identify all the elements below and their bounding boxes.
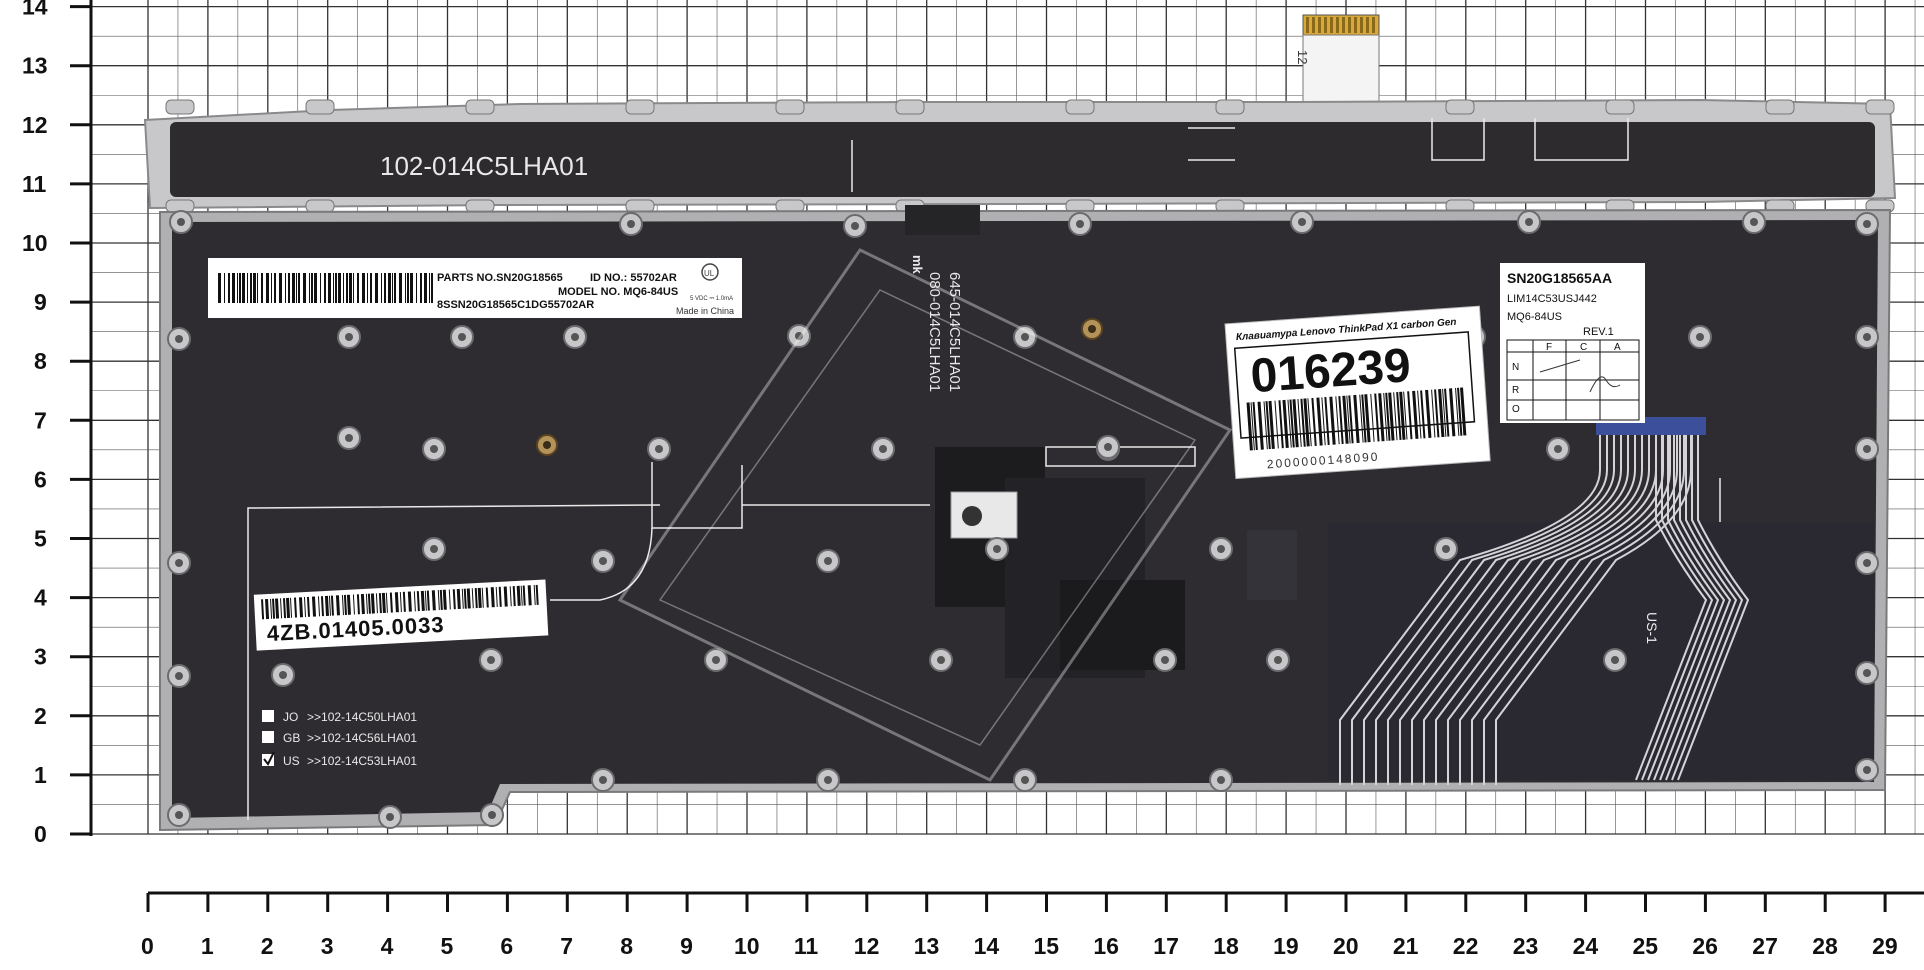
ruler-x-label: 3 xyxy=(321,933,334,959)
check-icon xyxy=(263,751,275,766)
svg-text:US: US xyxy=(283,754,300,768)
ruler-x-label: 2 xyxy=(261,933,274,959)
ruler-x-label: 13 xyxy=(914,933,940,959)
svg-text:>>102-14C53LHA01: >>102-14C53LHA01 xyxy=(307,754,417,768)
ruler-x-label: 20 xyxy=(1333,933,1359,959)
svg-text:GB: GB xyxy=(283,731,300,745)
ruler-x-label: 5 xyxy=(441,933,454,959)
ruler-x-label: 22 xyxy=(1453,933,1479,959)
svg-text:N: N xyxy=(1512,362,1519,373)
ruler-x-label: 9 xyxy=(680,933,693,959)
svg-text:ID NO.: 55702AR: ID NO.: 55702AR xyxy=(590,272,677,284)
ruler-y-label: 11 xyxy=(22,171,47,197)
ruler-y-label: 13 xyxy=(22,53,48,79)
ruler-x-label: 18 xyxy=(1213,933,1239,959)
ruler-x-label: 16 xyxy=(1093,933,1119,959)
svg-text:8SSN20G18565C1DG55702AR: 8SSN20G18565C1DG55702AR xyxy=(437,299,594,311)
watermark-logo xyxy=(617,248,1233,782)
svg-text:F: F xyxy=(1546,342,1552,353)
ul-cert-icon: UL xyxy=(701,263,719,281)
svg-text:JO: JO xyxy=(283,710,298,724)
ruler-x-label: 10 xyxy=(734,933,760,959)
svg-text:>>102-14C56LHA01: >>102-14C56LHA01 xyxy=(307,731,417,745)
ruler-x-label: 14 xyxy=(974,933,1000,959)
svg-text:MODEL NO. MQ6-84US: MODEL NO. MQ6-84US xyxy=(558,286,678,298)
top-metal-rail xyxy=(143,98,1897,213)
ruler-x-label: 28 xyxy=(1812,933,1838,959)
svg-text:MQ6-84US: MQ6-84US xyxy=(1507,311,1562,323)
ruler-x-label: 26 xyxy=(1692,933,1718,959)
svg-text:SN20G18565AA: SN20G18565AA xyxy=(1507,270,1612,286)
keyboard-back-plate: US-1 xyxy=(159,118,1892,832)
ruler-x-label: 7 xyxy=(560,933,573,959)
ruler-x-label: 21 xyxy=(1393,933,1419,959)
ruler-y-label: 9 xyxy=(34,289,47,315)
sku-sticker: Клавиатура Lenovo ThinkPad X1 carbon Gen… xyxy=(1224,305,1491,480)
top-code: 102-014C5LHA01 xyxy=(380,151,588,181)
svg-text:REV.1: REV.1 xyxy=(1583,326,1614,338)
svg-text:Made in China: Made in China xyxy=(676,306,734,316)
ruler-x-label: 4 xyxy=(381,933,394,959)
connector-label: 12 xyxy=(1295,50,1310,64)
ruler-x-label: 6 xyxy=(500,933,513,959)
ruler-x-label: 24 xyxy=(1573,933,1599,959)
ruler-y-label: 5 xyxy=(34,526,47,552)
fru-label: SN20G18565AA LIM14C53USJ442 MQ6-84US REV… xyxy=(1500,263,1645,423)
cable-label: US-1 xyxy=(1644,612,1660,644)
ruler-y-label: 1 xyxy=(34,762,47,788)
svg-text:C: C xyxy=(1580,342,1587,353)
flex-ribbon-cable: US-1 xyxy=(1328,417,1874,785)
ruler-y-label: 14 xyxy=(22,0,48,20)
svg-text:A: A xyxy=(1614,342,1621,353)
ruler-y-label: 7 xyxy=(34,407,47,433)
layout-variants: JO >>102-14C50LHA01 GB >>102-14C56LHA01 … xyxy=(262,710,417,768)
ruler-y-label: 0 xyxy=(34,821,47,847)
ruler-y-label: 8 xyxy=(34,348,47,374)
svg-text:>>102-14C50LHA01: >>102-14C50LHA01 xyxy=(307,710,417,724)
svg-text:R: R xyxy=(1512,385,1519,396)
ruler-x-label: 11 xyxy=(794,933,819,959)
ruler-y-label: 4 xyxy=(34,585,47,611)
ruler-y-label: 10 xyxy=(22,230,48,256)
ruler-x-label: 29 xyxy=(1872,933,1898,959)
ruler-y-label: 12 xyxy=(22,112,48,138)
svg-text:016239: 016239 xyxy=(1249,339,1412,403)
svg-text:O: O xyxy=(1512,404,1520,415)
ruler-y-label: 2 xyxy=(34,703,47,729)
ruler-x-label: 0 xyxy=(141,933,154,959)
svg-text:5 VDC ⎓ 1.0mA: 5 VDC ⎓ 1.0mA xyxy=(690,296,733,302)
svg-text:PARTS NO.SN20G18565: PARTS NO.SN20G18565 xyxy=(437,272,563,284)
part-number-label: PARTS NO.SN20G18565 ID NO.: 55702AR MODE… xyxy=(208,258,742,318)
svg-text:UL: UL xyxy=(704,269,715,278)
ruler-x-label: 27 xyxy=(1752,933,1778,959)
svg-text:645-014C5LHA01: 645-014C5LHA01 xyxy=(946,272,963,392)
ruler-x-label: 23 xyxy=(1513,933,1539,959)
ruler-x-label: 15 xyxy=(1034,933,1060,959)
ruler-x-label: 17 xyxy=(1153,933,1179,959)
svg-text:LIM14C53USJ442: LIM14C53USJ442 xyxy=(1507,293,1597,305)
assembly-label: 4ZB.01405.0033 xyxy=(253,579,549,651)
ruler-x-label: 8 xyxy=(620,933,633,959)
ruler-x-label: 25 xyxy=(1633,933,1659,959)
ruler-y-label: 3 xyxy=(34,644,47,670)
ruler-x-label: 19 xyxy=(1273,933,1299,959)
svg-text:080-014C5LHA01: 080-014C5LHA01 xyxy=(926,272,943,392)
ruler-y-label: 6 xyxy=(34,466,47,492)
ruler-x-label: 1 xyxy=(201,933,214,959)
vertical-codes: 645-014C5LHA01 080-014C5LHA01 mk xyxy=(910,255,963,392)
ruler-x-label: 12 xyxy=(854,933,880,959)
svg-text:mk: mk xyxy=(910,255,925,275)
